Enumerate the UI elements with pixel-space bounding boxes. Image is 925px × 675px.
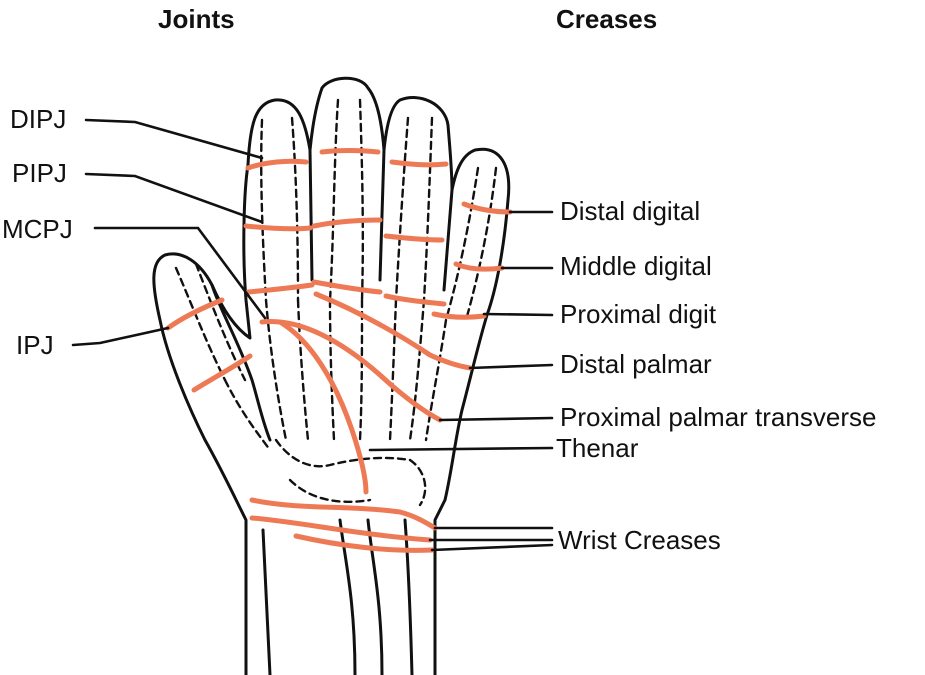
crease-pip-1 bbox=[243, 223, 313, 232]
joints-heading: Joints bbox=[158, 4, 235, 34]
label-distal-digital: Distal digital bbox=[560, 196, 700, 226]
label-proximal-digit: Proximal digit bbox=[560, 299, 717, 329]
crease-wrist-2 bbox=[249, 515, 433, 543]
crease-thumb-ip bbox=[165, 297, 225, 331]
crease-middle-digital bbox=[453, 261, 505, 272]
crease-dip-3 bbox=[389, 159, 449, 168]
crease-mcp-3 bbox=[383, 293, 447, 307]
crease-wrist-3 bbox=[293, 533, 435, 553]
crease-proximal-digit bbox=[431, 311, 487, 320]
crease-distal-palmar bbox=[313, 291, 473, 371]
crease-distal-digital bbox=[461, 201, 513, 215]
crease-thumb-mcp bbox=[191, 353, 253, 393]
label-mcpj: MCPJ bbox=[2, 214, 73, 244]
label-distal-palmar: Distal palmar bbox=[560, 349, 712, 379]
crease-dip-1 bbox=[245, 158, 309, 171]
crease-thenar bbox=[277, 319, 369, 495]
crease-dip-2 bbox=[319, 148, 381, 155]
crease-pip-2 bbox=[311, 217, 383, 229]
crease-wrist-1 bbox=[249, 497, 438, 531]
label-wrist-creases: Wrist Creases bbox=[558, 525, 721, 555]
label-ipj: IPJ bbox=[16, 330, 54, 360]
label-pipj: PIPJ bbox=[12, 158, 67, 188]
label-middle-digital: Middle digital bbox=[560, 251, 712, 281]
crease-pip-3 bbox=[383, 233, 445, 243]
crease-leaders bbox=[368, 210, 554, 552]
crease-mcp-1 bbox=[245, 282, 315, 295]
crease-mcp-2 bbox=[311, 279, 383, 295]
label-thenar: Thenar bbox=[556, 433, 639, 463]
label-dipj: DIPJ bbox=[10, 104, 66, 134]
creases-heading: Creases bbox=[556, 4, 657, 34]
creases bbox=[165, 148, 513, 553]
label-proximal-palmar-transverse: Proximal palmar transverse bbox=[560, 402, 876, 432]
finger-bones bbox=[174, 98, 498, 507]
joint-leaders bbox=[71, 118, 267, 347]
crease-proximal-palmar bbox=[259, 319, 443, 423]
